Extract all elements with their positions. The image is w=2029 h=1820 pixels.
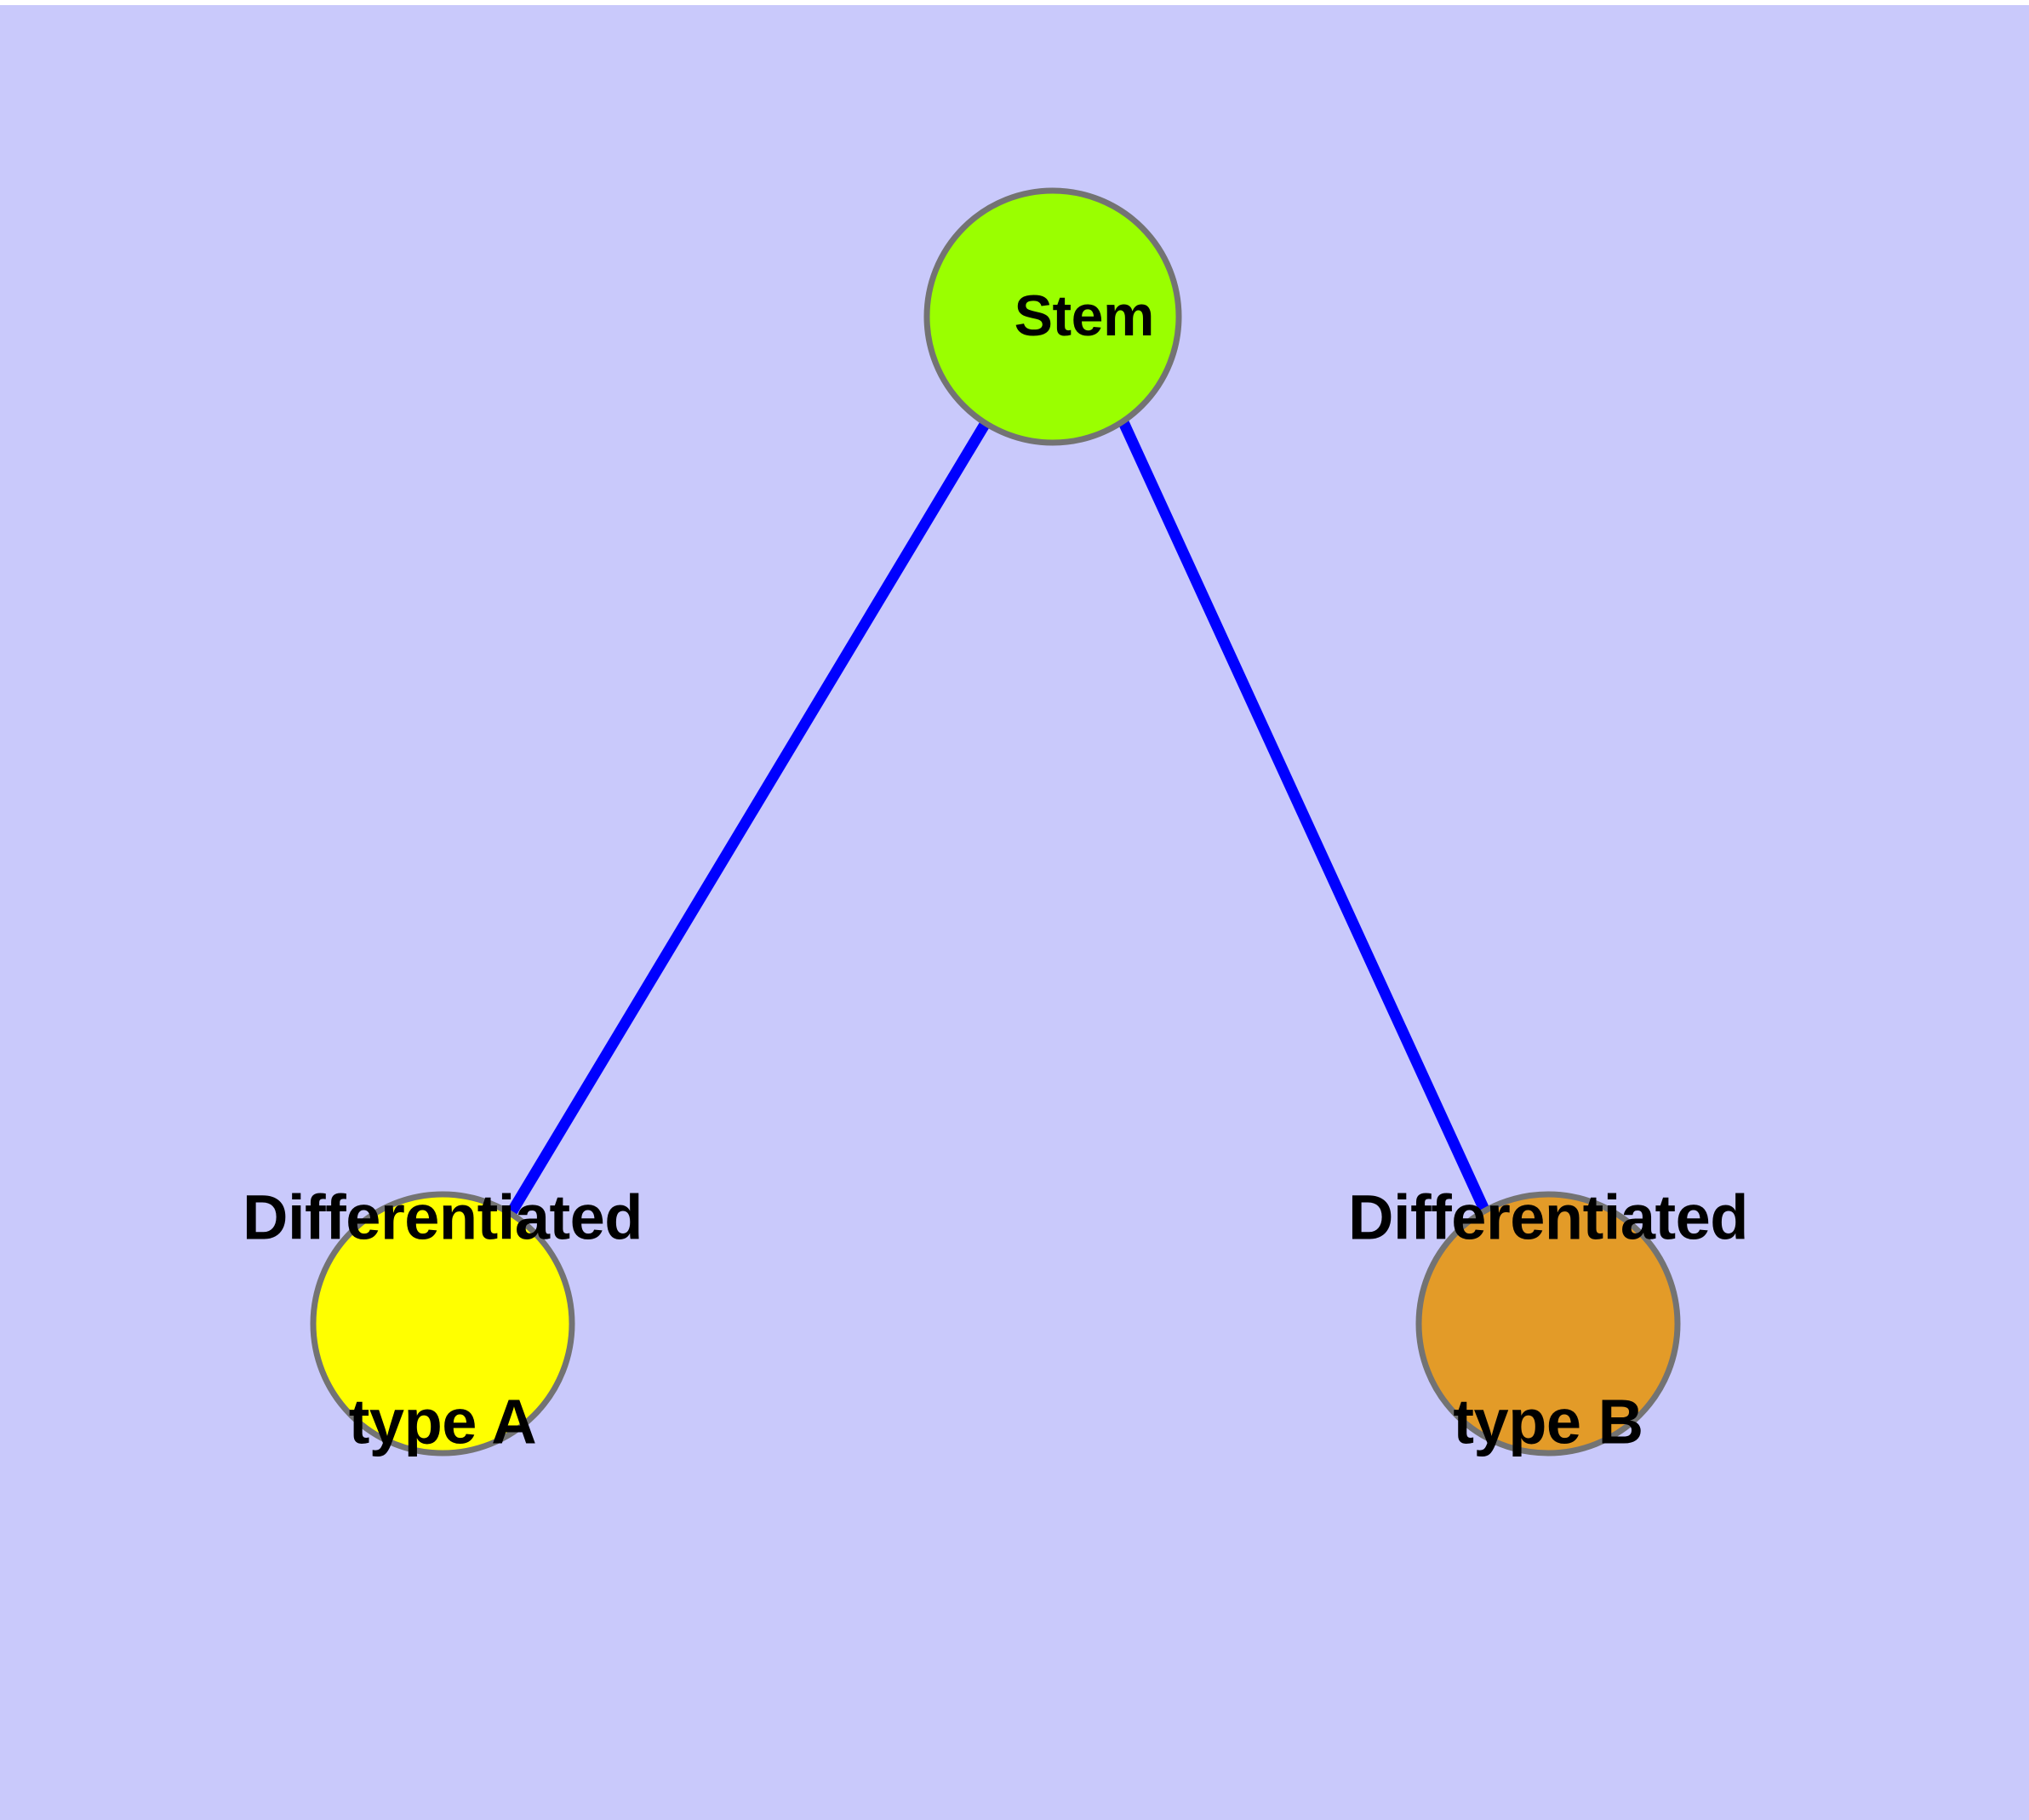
node-differentiated-type-a[interactable] — [310, 1191, 575, 1457]
node-differentiated-type-b[interactable] — [1415, 1191, 1681, 1457]
node-layer — [310, 187, 1681, 1457]
edge-stem-to-type-a — [506, 420, 991, 1217]
edge-layer — [506, 420, 1489, 1217]
edge-stem-to-type-b — [1118, 420, 1489, 1212]
node-stem[interactable] — [923, 187, 1182, 446]
